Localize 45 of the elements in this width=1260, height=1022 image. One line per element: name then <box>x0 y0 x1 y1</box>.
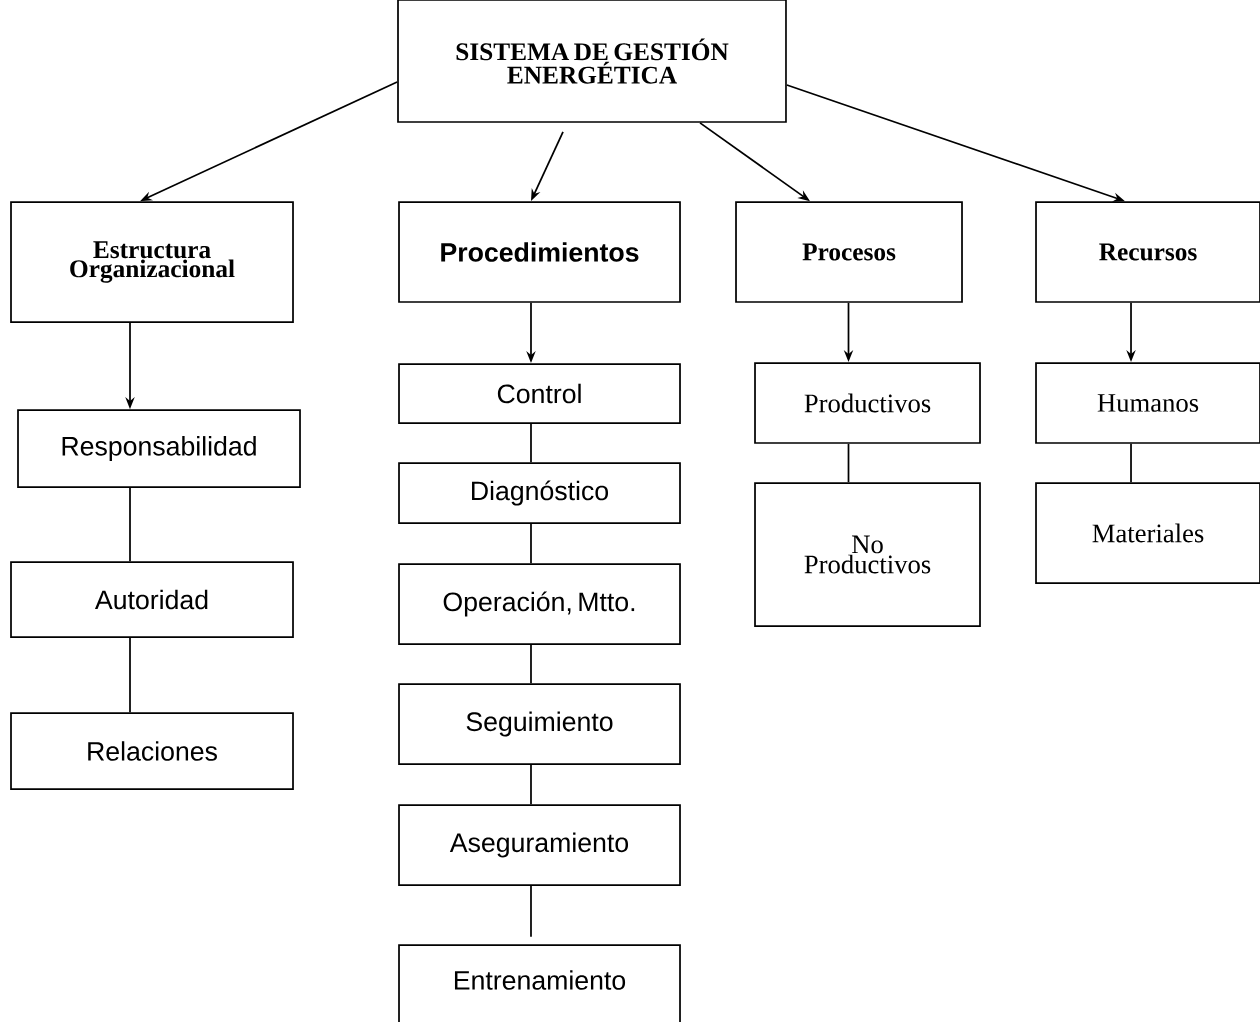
item-box <box>398 804 681 886</box>
item-box <box>1035 482 1260 584</box>
box-label: Procesos <box>802 243 896 261</box>
connector-line <box>129 637 131 713</box>
item-box <box>754 482 981 627</box>
category-box <box>735 201 963 303</box>
category-box <box>10 201 294 323</box>
box-label: Responsabilidad <box>62 436 256 461</box>
box-label: Operación, Mtto. <box>443 591 635 617</box>
connector-line <box>129 487 131 562</box>
box-label: Productivos <box>804 393 931 413</box>
box-label: SISTEMA DE GESTIÓN ENERGÉTICA <box>456 38 729 84</box>
box-label: No Productivos <box>804 535 931 574</box>
connector-line <box>530 644 532 684</box>
item-box <box>398 363 681 424</box>
connector-line <box>847 443 850 483</box>
item-box <box>398 683 681 765</box>
box-label: Estructura Organizacional <box>70 241 235 283</box>
item-box <box>754 362 981 444</box>
box-label: Diagnóstico <box>472 480 609 506</box>
connector-line <box>530 523 532 564</box>
box-label: Autoridad <box>94 589 208 610</box>
box-label: Humanos <box>1097 394 1199 412</box>
box-label: Materiales <box>1092 523 1204 543</box>
box-label: Entrenamiento <box>455 970 626 990</box>
box-label: Aseguramiento <box>449 832 629 858</box>
item-box <box>398 944 681 1022</box>
category-box <box>398 201 681 303</box>
item-box <box>17 409 301 488</box>
connector-line <box>1130 443 1132 483</box>
connector-line <box>530 764 532 805</box>
connector-line <box>530 885 532 938</box>
item-box <box>10 712 294 790</box>
box-label: Seguimiento <box>466 711 613 737</box>
connector-line <box>530 423 532 463</box>
item-box <box>10 561 294 638</box>
item-box <box>398 563 681 645</box>
box-label: Recursos <box>1099 243 1197 261</box>
category-box <box>1035 201 1260 303</box>
box-label: Control <box>497 383 581 404</box>
item-box <box>398 462 681 524</box>
title-box <box>397 0 787 123</box>
box-label: Procedimientos <box>441 242 639 262</box>
box-label: Relaciones <box>88 741 217 761</box>
item-box <box>1035 362 1260 444</box>
